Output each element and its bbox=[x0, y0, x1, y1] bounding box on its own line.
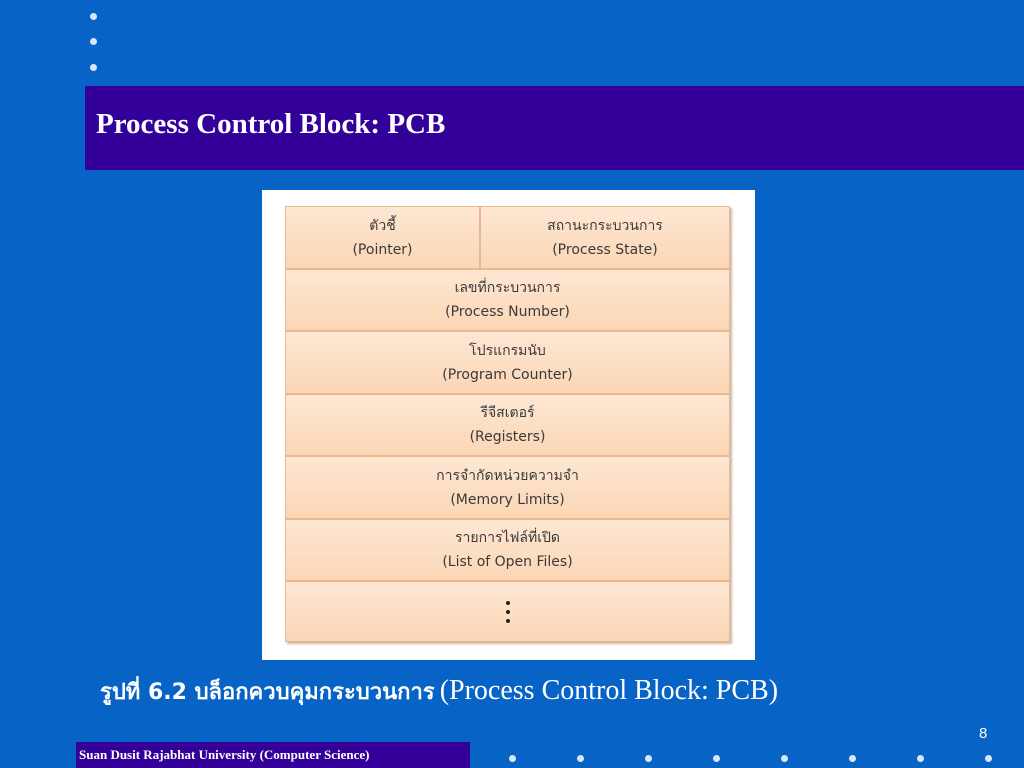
pcb-cell-more bbox=[285, 581, 730, 642]
bullet-dot bbox=[90, 13, 97, 20]
title-bar: Process Control Block: PCB bbox=[85, 86, 1024, 170]
pcb-cell-thai-label: ตัวชี้ bbox=[369, 217, 396, 234]
bullet-dot bbox=[781, 755, 788, 762]
pcb-cell-thai-label: โปรแกรมนับ bbox=[469, 342, 546, 359]
pcb-cell-thai-label: เลขที่กระบวนการ bbox=[454, 280, 561, 296]
pcb-cell-english-label: (Process Number) bbox=[445, 304, 570, 320]
pcb-cell-open-files: รายการไฟล์ที่เปิด (List of Open Files) bbox=[285, 519, 730, 581]
pcb-cell-thai-label: การจำกัดหน่วยความจำ bbox=[436, 467, 579, 484]
footer-label: Suan Dusit Rajabhat University (Computer… bbox=[76, 742, 470, 768]
pcb-cell-english-label: (Program Counter) bbox=[442, 366, 573, 383]
vertical-ellipsis-icon bbox=[505, 600, 510, 623]
pcb-cell-process-number: เลขที่กระบวนการ (Process Number) bbox=[285, 269, 730, 331]
pcb-cell-thai-label: รายการไฟล์ที่เปิด bbox=[455, 530, 560, 546]
bullet-dot bbox=[985, 755, 992, 762]
pcb-cell-english-label: (Registers) bbox=[469, 429, 546, 445]
bullet-dot bbox=[90, 64, 97, 71]
bullet-dot bbox=[90, 38, 97, 45]
pcb-cell-thai-label: สถานะกระบวนการ bbox=[547, 217, 663, 234]
slide-title: Process Control Block: PCB bbox=[96, 108, 446, 140]
pcb-cell-english-label: (Memory Limits) bbox=[450, 491, 565, 508]
caption-thai: รูปที่ 6.2 บล็อกควบคุมกระบวนการ bbox=[100, 680, 435, 705]
pcb-cell-process-state: สถานะกระบวนการ (Process State) bbox=[480, 206, 730, 269]
pcb-cell-memory-limits: การจำกัดหน่วยความจำ (Memory Limits) bbox=[285, 456, 730, 519]
pcb-cell-program-counter: โปรแกรมนับ (Program Counter) bbox=[285, 331, 730, 394]
bullet-dot bbox=[645, 755, 652, 762]
page-number: 8 bbox=[979, 725, 988, 742]
figure-caption: รูปที่ 6.2 บล็อกควบคุมกระบวนการ (Process… bbox=[100, 674, 778, 709]
pcb-cell-pointer: ตัวชี้ (Pointer) bbox=[285, 206, 480, 269]
pcb-cell-registers: รีจีสเตอร์ (Registers) bbox=[285, 394, 730, 456]
pcb-cell-english-label: (Process State) bbox=[552, 241, 658, 258]
pcb-cell-english-label: (List of Open Files) bbox=[442, 554, 573, 570]
bullet-dot bbox=[713, 755, 720, 762]
pcb-cell-thai-label: รีจีสเตอร์ bbox=[480, 405, 535, 421]
bullet-dot bbox=[849, 755, 856, 762]
pcb-cell-english-label: (Pointer) bbox=[352, 241, 413, 258]
bullet-dot bbox=[917, 755, 924, 762]
bullet-dot bbox=[509, 755, 516, 762]
pcb-diagram: ตัวชี้ (Pointer) สถานะกระบวนการ (Process… bbox=[262, 190, 755, 660]
bullet-dot bbox=[577, 755, 584, 762]
caption-english: (Process Control Block: PCB) bbox=[439, 675, 779, 706]
